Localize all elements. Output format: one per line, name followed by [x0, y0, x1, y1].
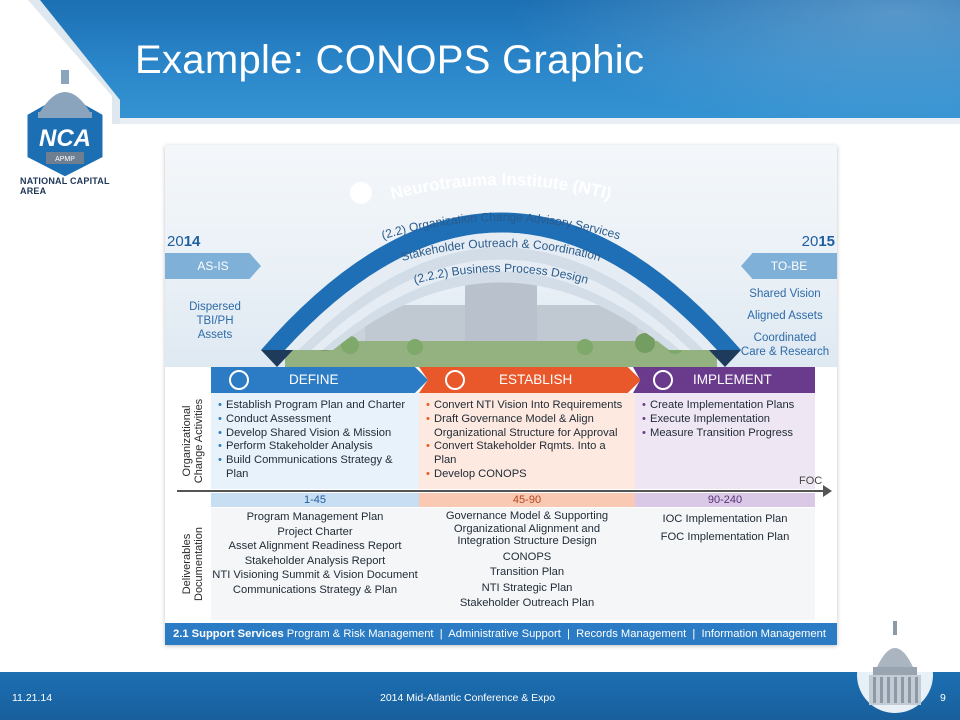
list-item: Governance Model & Supporting — [445, 510, 609, 522]
establish-deliverables: Governance Model & Supporting Organizati… — [419, 508, 635, 620]
pulse-icon — [445, 370, 465, 390]
phase-implement-label: IMPLEMENT — [693, 372, 772, 387]
establish-activities: Convert NTI Vision Into Requirements Dra… — [419, 393, 635, 489]
timeline-arrow-icon — [823, 485, 832, 497]
foc-label: FOC — [799, 475, 823, 487]
phase-implement-header: IMPLEMENT — [633, 367, 815, 393]
slide-header — [0, 0, 960, 118]
list-item: Program Management Plan — [246, 511, 384, 523]
gears-icon — [653, 370, 673, 390]
define-activities: Establish Program Plan and Charter Condu… — [211, 393, 419, 489]
define-range: 1-45 — [211, 493, 419, 507]
footer-date: 11.21.14 — [12, 692, 53, 704]
logo-initials: NCA — [39, 125, 91, 152]
page-number: 9 — [940, 692, 946, 704]
implement-range: 90-240 — [635, 493, 815, 507]
establish-range: 45-90 — [419, 493, 635, 507]
list-item: NTI Visioning Summit & Vision Document — [212, 569, 418, 582]
support-services-items: Program & Risk Management | Administrati… — [286, 628, 826, 640]
list-item: Convert Stakeholder Rqmts. Into a Plan — [426, 440, 631, 468]
list-item: Develop CONOPS — [426, 468, 631, 482]
as-is-description: Dispersed TBI/PH Assets — [189, 301, 241, 341]
list-item: IOC Implementation Plan — [662, 513, 788, 525]
footer-conference: 2014 Mid-Atlantic Conference & Expo — [380, 692, 556, 704]
capitol-dome-icon — [855, 615, 935, 720]
implement-activities: Create Implementation Plans Execute Impl… — [635, 393, 815, 489]
phase-establish-label: ESTABLISH — [499, 372, 573, 387]
phase-define-label: DEFINE — [289, 372, 339, 387]
logo-caption: NATIONAL CAPITAL AREA — [20, 176, 110, 196]
list-item: Develop Shared Vision & Mission — [218, 427, 415, 441]
magnifier-icon — [229, 370, 249, 390]
list-item: Draft Governance Model & Align Organizat… — [426, 413, 631, 441]
slide-footer — [0, 672, 960, 720]
list-item: Measure Transition Progress — [642, 427, 811, 441]
list-item: Project Charter — [277, 525, 353, 538]
phase-define-header: DEFINE — [211, 367, 428, 393]
head-icon — [350, 182, 372, 204]
year-left: 2014 — [167, 233, 201, 250]
as-is-badge: AS-IS — [165, 253, 261, 279]
year-right: 2015 — [801, 233, 835, 250]
conops-diagram: Neurotrauma Institute (NTI) (2.2) Organi… — [165, 145, 837, 645]
list-item: Integration Structure Design — [457, 535, 597, 547]
list-item: Conduct Assessment — [218, 413, 415, 427]
list-item: Create Implementation Plans — [642, 399, 811, 413]
nca-logo: NCA APMP NATIONAL CAPITAL AREA — [0, 0, 130, 200]
arch-title: Neurotrauma Institute (NTI) — [388, 170, 613, 203]
slide-title: Example: CONOPS Graphic — [135, 38, 645, 82]
support-services-bar: 2.1 Support Services Program & Risk Mana… — [165, 623, 837, 645]
list-item: NTI Strategic Plan — [481, 581, 573, 594]
phase-establish-header: ESTABLISH — [419, 367, 641, 393]
logo-sub: APMP — [55, 156, 75, 163]
support-services-title: 2.1 Support Services — [173, 628, 284, 640]
arch-graphic: Neurotrauma Institute (NTI) (2.2) Organi… — [261, 170, 741, 367]
list-item: Execute Implementation — [642, 413, 811, 427]
list-item: Build Communications Strategy & Plan — [218, 454, 415, 482]
list-item: Organizational Alignment and — [453, 522, 601, 535]
list-item: Establish Program Plan and Charter — [218, 399, 415, 413]
list-item: Convert NTI Vision Into Requirements — [426, 399, 631, 413]
list-item: Transition Plan — [489, 566, 565, 578]
list-item: Stakeholder Outreach Plan — [459, 597, 595, 609]
nca-logo-icon: NCA APMP — [0, 0, 120, 180]
implement-deliverables: IOC Implementation Plan FOC Implementati… — [635, 508, 815, 620]
list-item: Perform Stakeholder Analysis — [218, 440, 415, 454]
header-divider — [0, 118, 960, 124]
to-be-description: Shared Vision Aligned Assets Coordinated… — [740, 288, 830, 358]
list-item: FOC Implementation Plan — [660, 531, 790, 543]
to-be-badge: TO-BE — [741, 253, 837, 279]
list-item: CONOPS — [502, 550, 552, 563]
define-deliverables: Program Management Plan Project Charter … — [211, 508, 419, 620]
list-item: Asset Alignment Readiness Report — [228, 540, 402, 553]
list-item: Communications Strategy & Plan — [232, 583, 398, 596]
timeline-line — [177, 490, 829, 492]
list-item: Stakeholder Analysis Report — [244, 554, 386, 567]
